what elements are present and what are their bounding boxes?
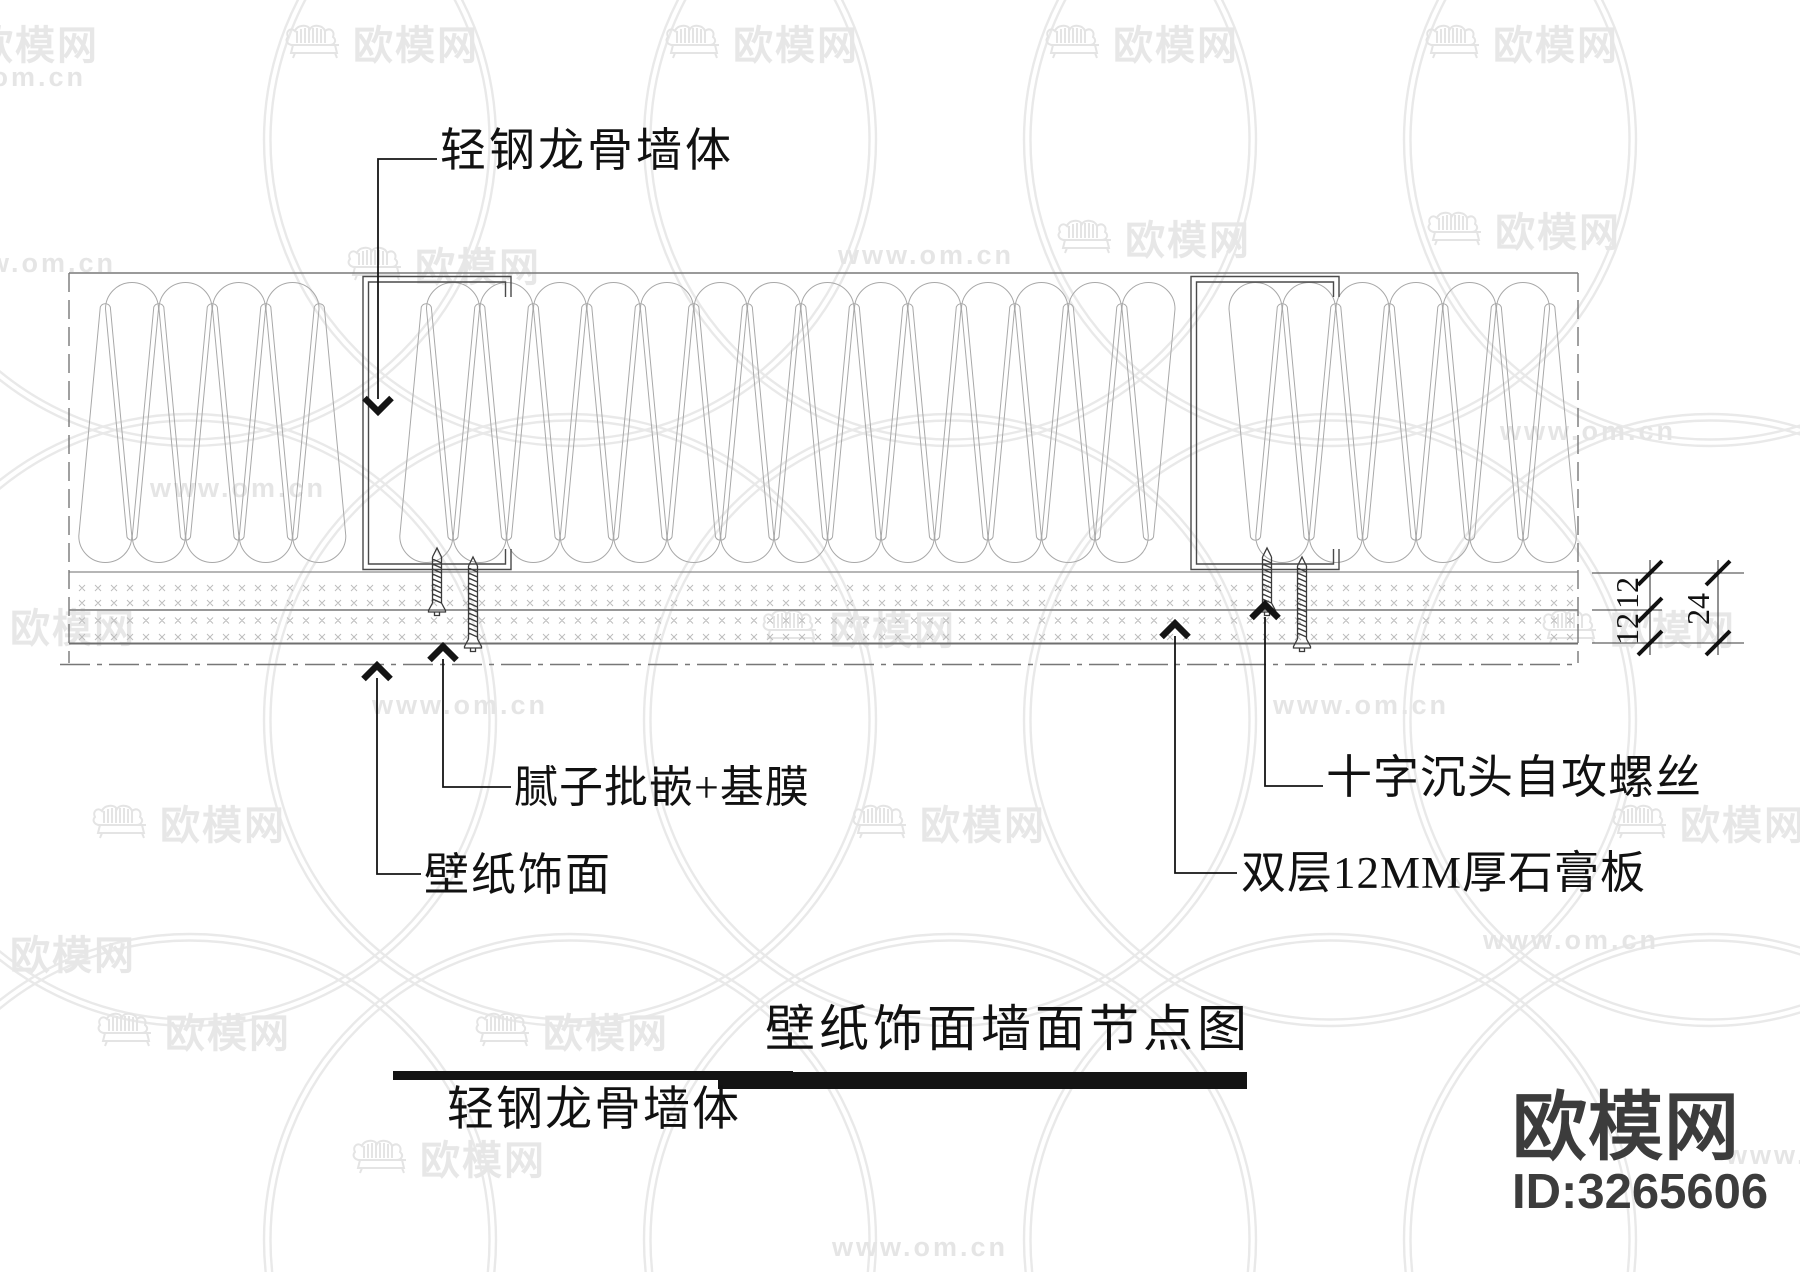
watermark-url: www.om.cn [372,690,549,720]
arrow-up-putty [427,641,459,663]
steel-stud-right [1190,275,1340,571]
sofa-icon [352,1139,406,1174]
watermark-logo: 欧模网 [760,598,956,656]
sofa-icon [347,246,401,281]
leader-board-label [1174,636,1237,874]
arrow-down-stud [362,395,394,417]
arrow-up-screw [1249,599,1281,621]
watermark-url: www.om.cn [838,240,1015,270]
sofa-icon [852,804,906,839]
watermark-logo: 欧模网 [90,793,286,851]
sofa-icon [1427,211,1481,246]
watermark-url: www.om.cn [1273,690,1450,720]
leader-putty-label [442,659,511,788]
watermark-logo: 欧模网 [1055,208,1251,266]
watermark-logo: 欧模网 [663,13,859,71]
leader-arrowheads [361,395,1281,682]
dimension-ticks [1636,559,1732,657]
watermark-logo: 欧模网 [850,793,1046,851]
sofa-icon [665,24,719,59]
watermark-logo: 欧模网 [350,1128,546,1186]
watermark-logo: 欧模网 [283,13,479,71]
sofa-icon [1612,804,1666,839]
watermark-logo: 欧模网 [1610,793,1800,851]
sofa-icon [475,1012,529,1047]
watermark-logo: 欧模网 [473,1001,669,1059]
watermark-url: www.om.cn [832,1232,1009,1262]
sofa-icon [1045,24,1099,59]
gypsum-hatch-crosses [78,584,1574,641]
sofa-icon [285,24,339,59]
watermark-logo: 欧模网 [0,24,99,68]
self-tapping-screws [427,546,1312,653]
watermark-logo: 欧模网 [1425,200,1621,258]
arrow-up-board [1159,618,1191,640]
sofa-icon [762,609,816,644]
sofa-icon [1425,24,1479,59]
watermark-url: www.om.cn [150,473,327,503]
arrow-up-wallpaper [361,660,393,682]
watermark-logo: 欧模网 [0,923,136,981]
watermark-url: www.om.cn [1726,1140,1800,1170]
leader-stud-label [377,158,437,399]
sofa-icon [97,1012,151,1047]
watermark-logo: 欧模网 [1423,13,1619,71]
watermark-url: www.om.cn [1483,925,1660,955]
insulation-batt-pattern [78,282,1577,563]
leader-lines [376,158,1323,875]
watermark-logo: 欧模网 [1043,13,1239,71]
watermark-logo: 欧模网 [95,1001,291,1059]
wall-outline [60,272,1579,666]
leader-screw-label [1264,617,1323,787]
sofa-icon [1057,219,1111,254]
steel-stud-left [362,275,512,571]
leader-wallpaper-label [376,678,421,875]
sofa-icon [92,804,146,839]
watermark-url: www.om.cn [0,62,87,92]
watermark-url: www.om.cn [1500,416,1677,446]
